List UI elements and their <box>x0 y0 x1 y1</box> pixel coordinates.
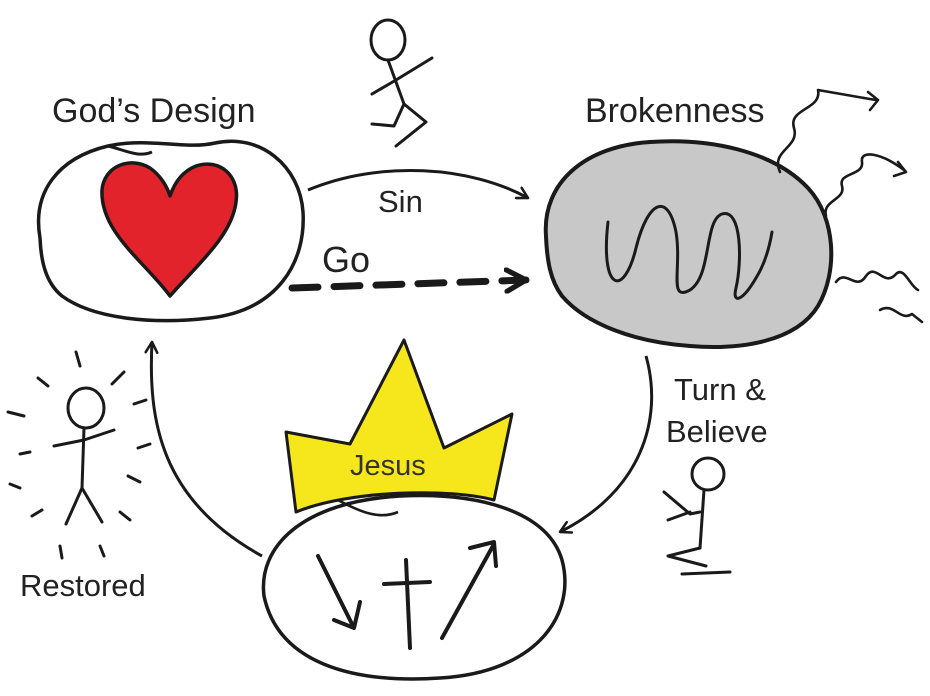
go-arrow <box>292 280 526 288</box>
restored-arrow <box>151 342 262 556</box>
jesus-circle <box>263 496 564 679</box>
jesus-label: Jesus <box>350 452 426 481</box>
sin-label: Sin <box>378 186 423 217</box>
kneeling-stick-figure-icon <box>664 458 730 574</box>
turn-believe-label-line1: Turn & <box>674 374 766 405</box>
brokenness-circle <box>546 141 832 347</box>
radiance-marks <box>8 352 150 558</box>
turn-believe-label-line2: Believe <box>666 416 768 447</box>
gods-design-label: God’s Design <box>52 94 256 128</box>
crown-icon <box>286 340 512 512</box>
running-stick-figure-icon <box>371 20 432 146</box>
radiant-stick-figure-icon <box>54 388 114 524</box>
brokenness-label: Brokenness <box>585 94 765 128</box>
go-label: Go <box>322 242 370 278</box>
restored-label: Restored <box>20 570 146 601</box>
turn-believe-arrow <box>560 356 652 532</box>
